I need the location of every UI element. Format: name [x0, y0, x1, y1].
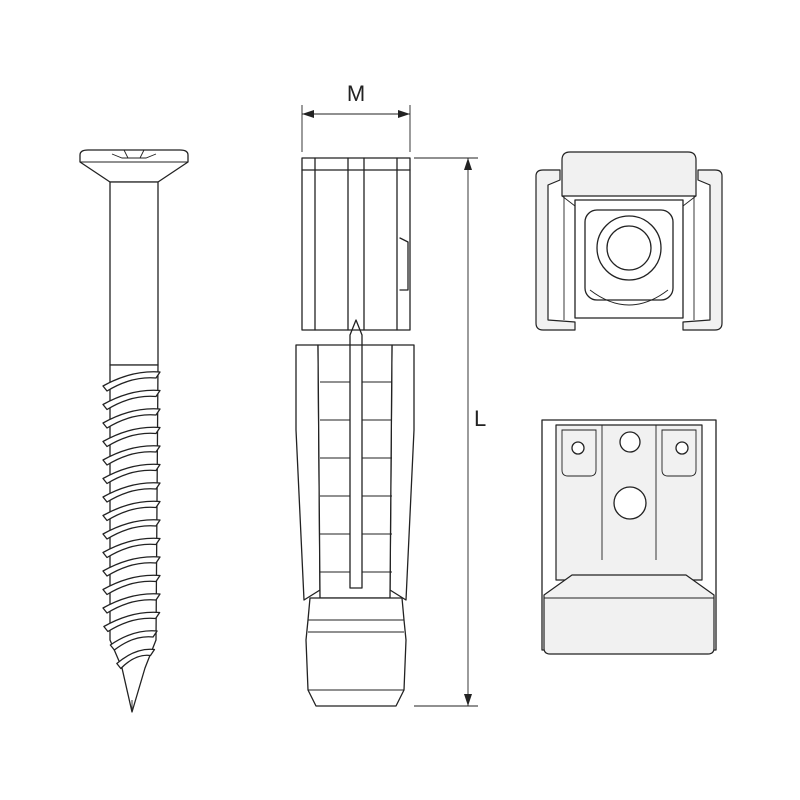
thread-crest — [102, 556, 161, 577]
dimension-l-label: L — [474, 406, 486, 431]
thread-crest — [102, 593, 161, 614]
dimension-m: M — [301, 81, 411, 152]
dimension-l: L — [414, 157, 486, 707]
countersunk-screw — [79, 149, 189, 713]
thread-crest — [102, 463, 161, 485]
bracket-front-view — [541, 419, 717, 655]
thread-crest — [102, 408, 161, 429]
thread-crest — [102, 445, 161, 466]
thread-crest — [109, 630, 158, 651]
thread-crest — [102, 519, 161, 540]
thread-crest — [102, 574, 161, 596]
thread-crest — [102, 426, 161, 448]
thread-crest — [102, 389, 161, 411]
thread-crest — [116, 648, 156, 670]
thread-crest — [103, 611, 161, 633]
thread-crest — [102, 482, 161, 503]
thread-crest — [102, 371, 161, 392]
thread-crest — [102, 500, 161, 522]
thread-crest — [102, 537, 161, 559]
dimension-m-label: M — [347, 81, 365, 106]
wall-plug — [295, 157, 415, 707]
bracket-top-view — [535, 151, 723, 331]
